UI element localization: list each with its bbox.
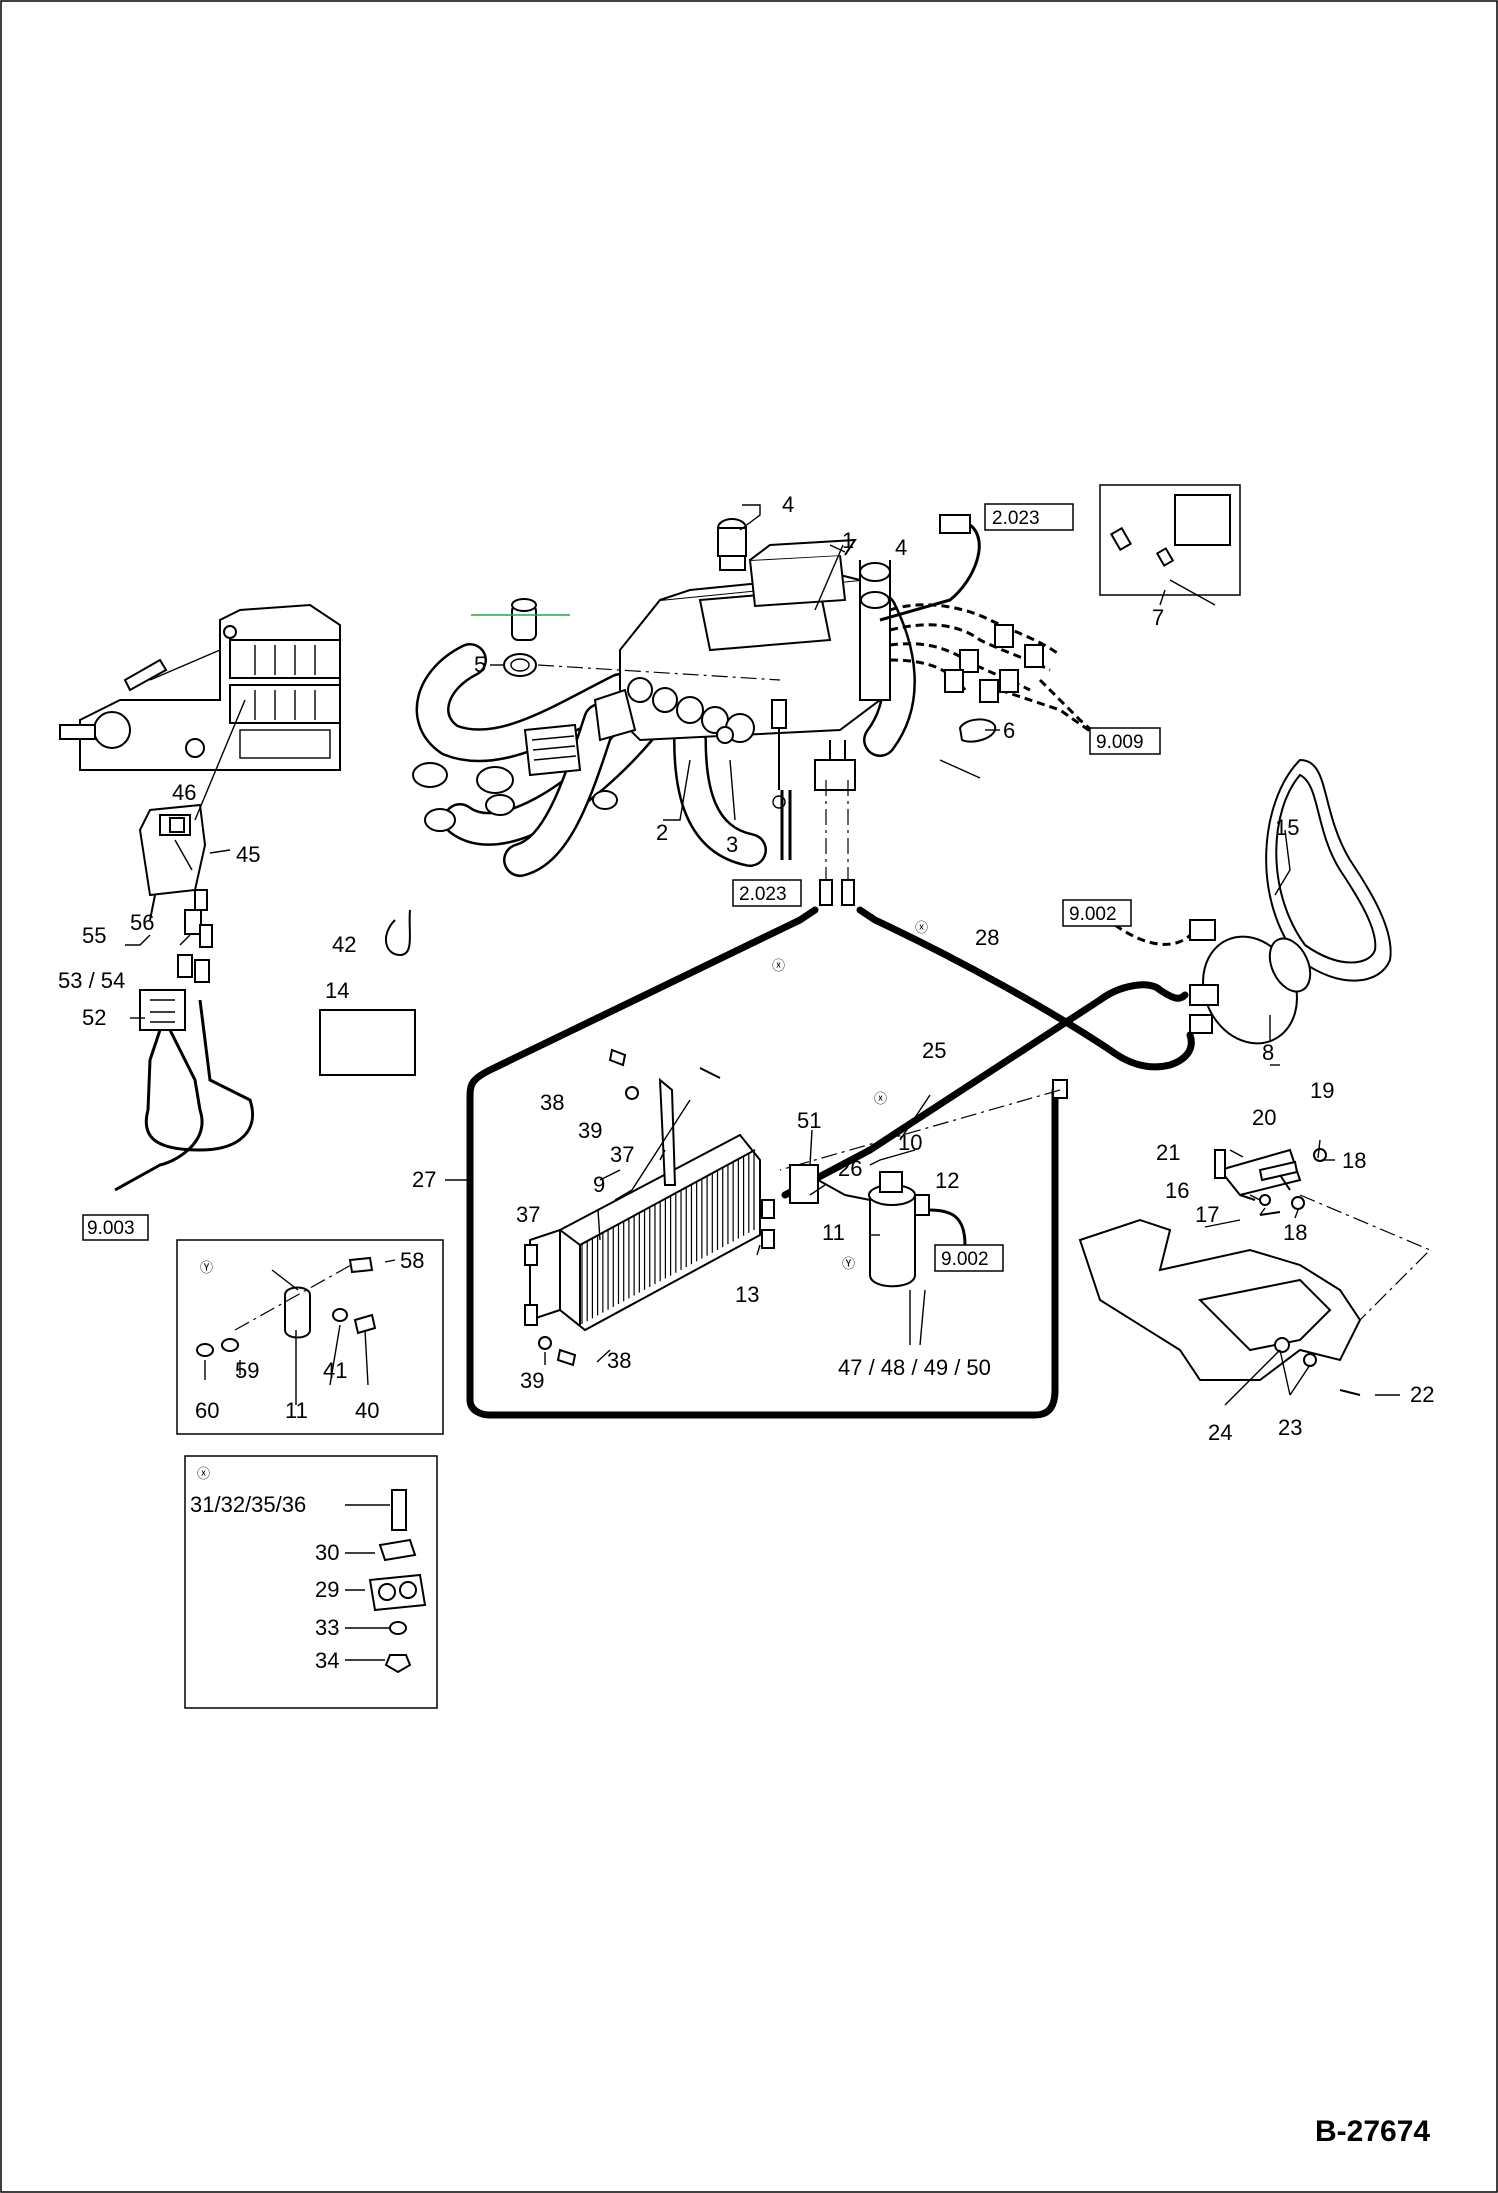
label-17: 17 [1195,1202,1219,1227]
label-46: 46 [172,780,196,805]
label-33: 33 [315,1615,339,1640]
label-47-50: 47 / 48 / 49 / 50 [838,1355,991,1380]
ref-9009: 9.009 [1096,732,1144,753]
label-22: 22 [1410,1382,1434,1407]
label-4b: 4 [895,535,907,560]
ref-9002-top: 9.002 [1069,904,1117,925]
label-53-54: 53 / 54 [58,968,125,993]
document-id: B-27674 [1315,2115,1430,2148]
compressor-8 [1189,935,1312,1045]
label-15: 15 [1275,815,1299,840]
ref-9002-bottom: 9.002 [941,1249,989,1270]
label-23: 23 [1278,1415,1302,1440]
label-10: 10 [898,1130,922,1155]
label-58: 58 [400,1248,424,1273]
switch-and-cabling [114,699,254,1192]
label-39a: 39 [578,1118,602,1143]
mark-x-hose28: ⓧ [915,921,928,936]
label-51: 51 [797,1108,821,1133]
label-6: 6 [1003,718,1015,743]
label-21: 21 [1156,1140,1180,1165]
label-13: 13 [735,1282,759,1307]
mark-x-hose25: ⓧ [874,1092,887,1107]
label-56: 56 [130,910,154,935]
label-7: 7 [1152,605,1164,630]
label-60: 60 [195,1398,219,1423]
label-20: 20 [1252,1105,1276,1130]
label-24: 24 [1208,1420,1232,1445]
refrigerant-hoses [466,780,1195,1419]
label-41: 41 [323,1358,347,1383]
label-26: 26 [838,1156,862,1181]
box-14 [319,1009,416,1076]
ref-2023-top: 2.023 [992,508,1040,529]
label-40: 40 [355,1398,379,1423]
label-11b: 11 [285,1398,308,1423]
label-9: 9 [593,1172,605,1197]
label-31-36: 31/32/35/36 [190,1492,306,1517]
mark-x-detail: ⓧ [197,1467,210,1482]
label-2: 2 [656,820,668,845]
label-28: 28 [975,925,999,950]
condenser-9 [524,1048,775,1367]
detail-y [176,1239,444,1435]
bracket-assembly [1078,1148,1432,1396]
label-27: 27 [412,1167,436,1192]
label-42: 42 [332,932,356,957]
label-3: 3 [726,832,738,857]
label-30: 30 [315,1540,339,1565]
kit-7 [1099,484,1241,596]
dryer [789,1164,967,1288]
ref-2023-bottom: 2.023 [739,884,787,905]
label-18b: 18 [1283,1220,1307,1245]
label-16: 16 [1165,1178,1189,1203]
label-8: 8 [1262,1040,1274,1065]
label-25: 25 [922,1038,946,1063]
heater-unit [412,514,997,877]
label-11a: 11 [822,1220,845,1245]
label-19: 19 [1310,1078,1334,1103]
label-39b: 39 [520,1368,544,1393]
label-37a: 37 [610,1142,634,1167]
label-34: 34 [315,1648,339,1673]
control-panel [59,603,341,771]
label-38b: 38 [607,1348,631,1373]
label-59: 59 [235,1358,259,1383]
label-38a: 38 [540,1090,564,1115]
ref-9003: 9.003 [87,1218,135,1239]
label-45: 45 [236,842,260,867]
label-5: 5 [474,652,486,677]
label-14: 14 [325,978,349,1003]
label-18a: 18 [1342,1148,1366,1173]
label-4a: 4 [782,492,794,517]
label-12: 12 [935,1168,959,1193]
belt-15 [1265,758,1392,982]
clip-42 [385,909,411,957]
mark-y-detail: Ⓨ [200,1261,213,1276]
label-37b: 37 [516,1202,540,1227]
label-29: 29 [315,1577,339,1602]
detail-x [184,1455,438,1709]
mark-y-dryer: Ⓨ [842,1257,855,1272]
label-52: 52 [82,1005,106,1030]
leader-lines [125,504,1400,1661]
label-1: 1 [842,528,854,553]
mark-x-hose27: ⓧ [772,959,785,974]
label-55: 55 [82,923,106,948]
heater-wiring [889,603,1102,740]
